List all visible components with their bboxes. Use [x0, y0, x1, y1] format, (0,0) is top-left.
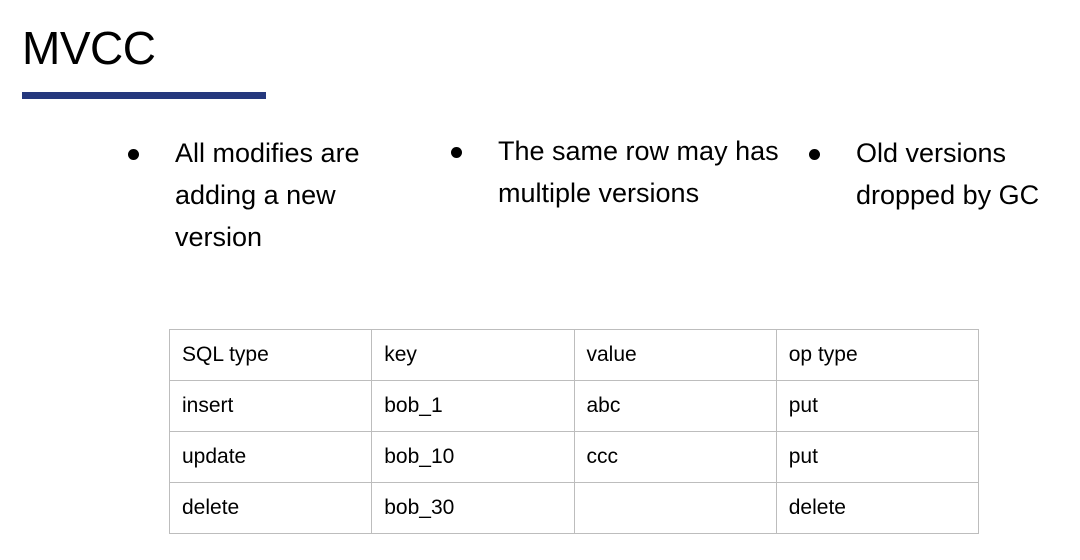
- table-cell: ccc: [573, 431, 777, 483]
- slide-title: MVCC: [22, 22, 156, 74]
- operations-table: SQL type key value op type insert bob_1 …: [168, 329, 980, 534]
- bullet-text: All modifies are adding a new version: [175, 138, 360, 252]
- table-header-cell: op type: [775, 329, 980, 381]
- title-underline: [22, 92, 266, 99]
- bullet-dot-icon: [451, 147, 462, 158]
- table-cell: delete: [775, 482, 980, 534]
- bullet-dot-icon: [128, 149, 139, 160]
- table-cell: bob_10: [371, 431, 575, 483]
- table-cell: put: [775, 431, 980, 483]
- table-row: delete bob_30 delete: [168, 482, 980, 534]
- table-cell: delete: [168, 482, 373, 534]
- table-row: update bob_10 ccc put: [168, 431, 980, 483]
- table-cell: insert: [168, 380, 373, 432]
- bullet-dot-icon: [809, 149, 820, 160]
- table-row: insert bob_1 abc put: [168, 380, 980, 432]
- bullet-text: The same row may has multiple versions: [498, 136, 779, 208]
- table-cell: bob_1: [371, 380, 575, 432]
- table-header-row: SQL type key value op type: [168, 329, 980, 381]
- table-cell: update: [168, 431, 373, 483]
- table-header-cell: value: [573, 329, 777, 381]
- table-cell: bob_30: [371, 482, 575, 534]
- table-header-cell: SQL type: [168, 329, 373, 381]
- table-header-cell: key: [371, 329, 575, 381]
- table-cell: [573, 482, 777, 534]
- table-cell: put: [775, 380, 980, 432]
- bullet-text: Old versions dropped by GC: [856, 138, 1040, 210]
- table-cell: abc: [573, 380, 777, 432]
